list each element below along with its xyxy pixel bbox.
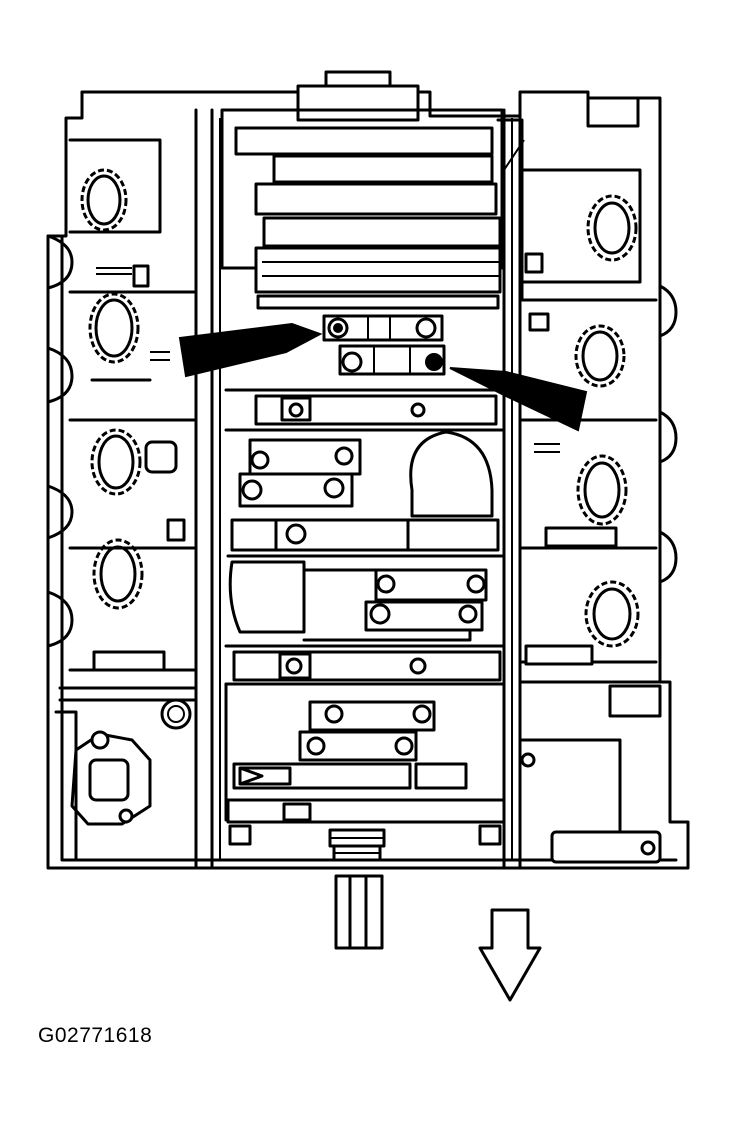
callout-arrow-right (449, 367, 588, 432)
lower-left-bosses (54, 686, 198, 862)
engine-block-outline (46, 90, 690, 870)
top-housing (220, 70, 525, 310)
front-direction-arrow-icon (478, 908, 542, 1002)
rear-main-housing (224, 682, 506, 846)
main-bearing-caps (224, 314, 506, 686)
crankshaft-nose (328, 828, 386, 950)
figure-reference-code: G02771618 (38, 1024, 153, 1047)
lower-right-bosses (518, 680, 662, 864)
left-cylinder-cores (68, 138, 198, 672)
callout-arrow-left (178, 322, 323, 378)
right-cylinder-cores (518, 96, 658, 666)
